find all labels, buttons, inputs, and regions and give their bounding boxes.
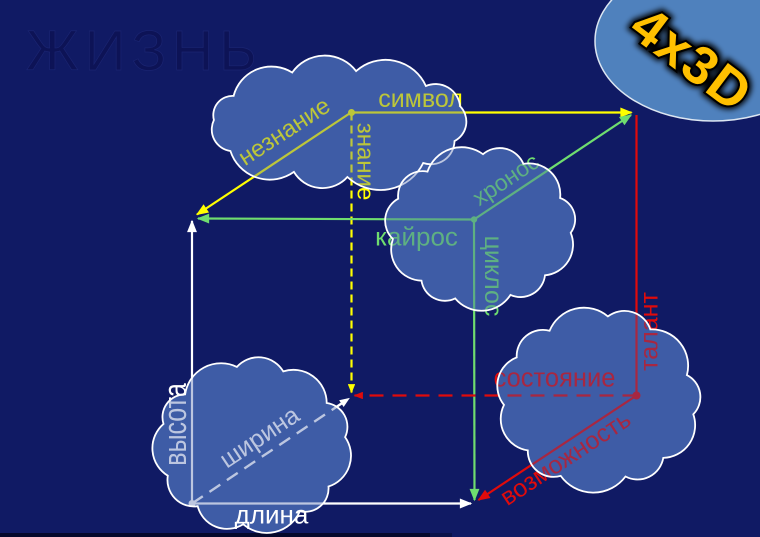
svg-text:талант: талант [636,292,664,371]
svg-text:кайрос: кайрос [375,222,458,252]
svg-text:символ: символ [378,85,463,113]
svg-text:ЖИЗНЬ: ЖИЗНЬ [26,19,263,83]
svg-text:состояние: состояние [494,365,616,393]
svg-text:длина: длина [235,500,309,530]
